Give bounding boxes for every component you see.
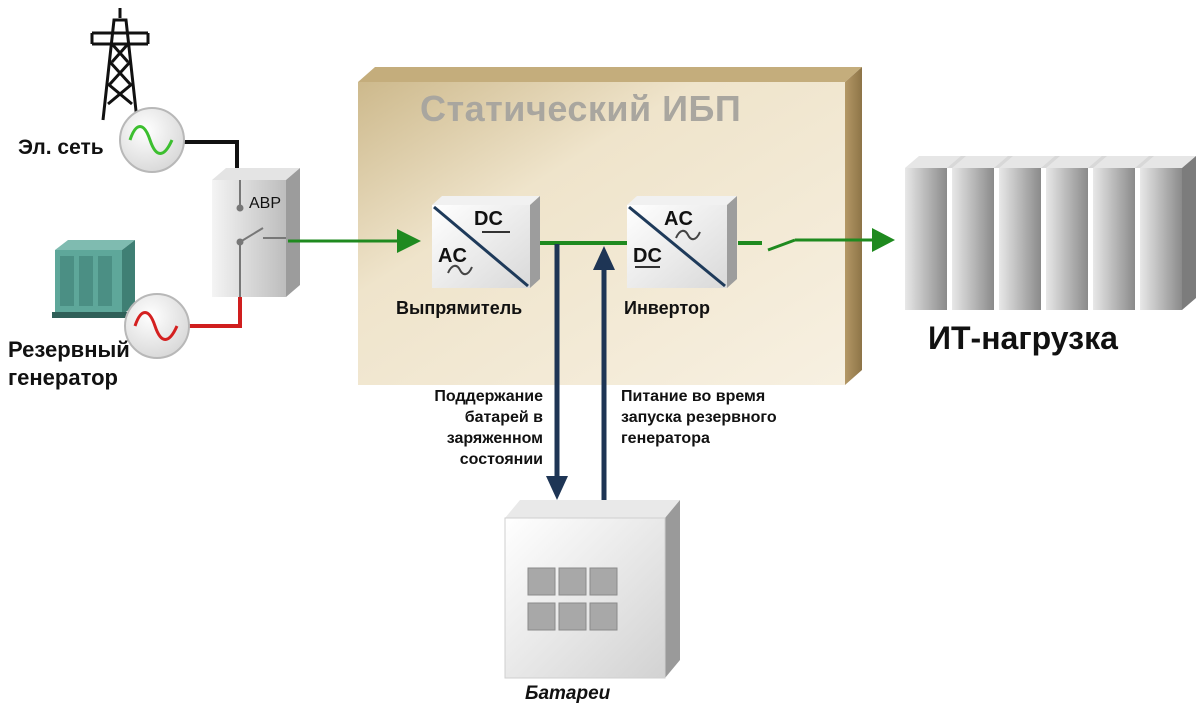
battery-cabinet [504,500,680,679]
ac-wave-icon [447,264,473,276]
discharge-flow-line: генератора [621,430,710,447]
grid-ac-source [119,107,185,173]
charge-flow-line: состоянии [459,451,543,468]
charge-flow-text: Поддержание батарей в заряженном состоян… [434,386,543,470]
battery-label: Батареи [525,683,611,704]
rectifier-label: Выпрямитель [396,298,523,318]
inverter-dc-label: DC [633,245,662,267]
rectifier-dc-label: DC [474,208,503,230]
switch-label: АВР [249,195,282,212]
charge-flow-line: заряженном [446,430,543,447]
charge-flow-line: батарей в [464,409,543,426]
rectifier-block [432,196,540,288]
discharge-flow-line: Питание во время [621,388,766,405]
it-load-racks [905,156,1196,310]
inverter-block [627,196,737,288]
generator-label-line1: Резервный [8,337,130,362]
sine-wave-icon [133,311,179,341]
ac-wave-icon [675,229,701,241]
charge-flow-line: Поддержание [434,388,543,405]
inverter-label: Инвертор [624,298,710,318]
discharge-flow-text: Питание во время запуска резервного гене… [621,386,777,449]
it-load-label: ИТ-нагрузка [928,320,1118,356]
transfer-switch [212,168,300,297]
grid-label: Эл. сеть [18,136,104,159]
generator-label-line2: генератор [8,365,118,390]
transmission-tower-icon [90,8,150,121]
discharge-flow-line: запуска резервного [621,409,777,426]
rectifier-ac-label: AC [438,245,467,267]
ups-title: Статический ИБП [420,88,742,129]
battery-cells-icon [527,567,618,631]
generator-icon [52,240,138,318]
generator-ac-source [124,293,190,359]
inverter-ac-label: AC [664,208,693,230]
sine-wave-icon [128,125,174,155]
